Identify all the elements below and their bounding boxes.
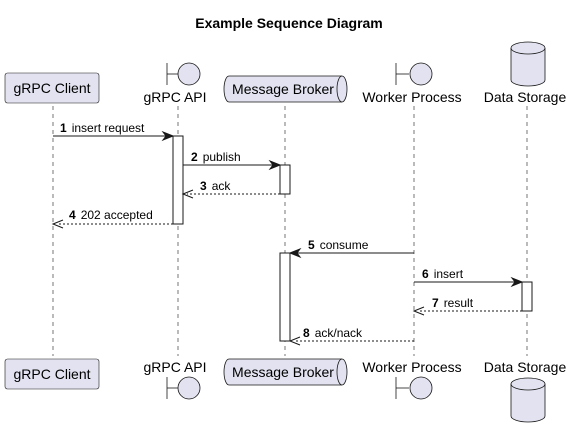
queue-icon <box>223 358 348 386</box>
arrowhead <box>268 159 282 171</box>
database-icon <box>510 41 546 87</box>
participant-api-top: gRPC API <box>143 62 207 105</box>
message-label: 8 ack/nack <box>303 326 363 340</box>
participant-box <box>4 72 100 104</box>
participant-label: Message Broker <box>232 81 334 97</box>
arrowhead <box>288 247 302 259</box>
message-number: 3 <box>200 179 207 193</box>
participant-client-bottom: gRPC Client <box>4 358 100 390</box>
message-4: 4 202 accepted <box>51 208 173 229</box>
arrowhead <box>510 276 524 288</box>
database-icon <box>510 377 546 423</box>
message-7: 7 result <box>412 296 522 316</box>
message-label: 5 consume <box>308 238 369 252</box>
activation-bar-broker-publish <box>279 164 291 195</box>
participant-label: Message Broker <box>232 364 334 380</box>
message-number: 7 <box>432 296 439 310</box>
participant-box <box>4 358 100 390</box>
message-text: result <box>444 296 474 310</box>
activation-bar-api <box>172 135 184 225</box>
participant-label: gRPC Client <box>13 366 90 382</box>
boundary-icon <box>166 62 201 86</box>
message-text: ack <box>212 179 232 193</box>
activation-bar-broker-consume <box>279 252 291 342</box>
message-label: 3 ack <box>200 179 231 193</box>
arrowhead <box>161 130 175 142</box>
participant-label: Worker Process <box>362 89 461 105</box>
message-label: 1 insert request <box>60 121 145 135</box>
message-3: 3 ack <box>181 179 280 199</box>
message-text: consume <box>320 238 369 252</box>
activation-bars <box>172 135 533 342</box>
message-text: insert <box>434 267 464 281</box>
message-label: 2 publish <box>191 150 241 164</box>
arrowhead <box>412 306 425 316</box>
activation-bar-storage <box>521 281 533 312</box>
message-number: 8 <box>303 326 310 340</box>
participant-storage-bottom: Data Storage <box>484 359 567 423</box>
participant-broker-top: Message Broker <box>223 75 348 103</box>
message-number: 4 <box>69 208 76 222</box>
participant-worker-bottom: Worker Process <box>362 359 462 400</box>
message-label: 6 insert <box>422 267 464 281</box>
participant-storage-top: Data Storage <box>484 41 567 105</box>
participant-worker-top: Worker Process <box>362 62 462 105</box>
participant-broker-bottom: Message Broker <box>223 358 348 386</box>
arrowhead <box>288 336 301 346</box>
arrowhead <box>181 189 194 199</box>
message-number: 2 <box>191 150 198 164</box>
participant-label: gRPC API <box>143 89 206 105</box>
participant-label: gRPC API <box>143 359 206 375</box>
message-text: insert request <box>72 121 145 135</box>
participant-label: Data Storage <box>484 89 567 105</box>
boundary-icon <box>395 376 433 400</box>
message-number: 5 <box>308 238 315 252</box>
message-6: 6 insert <box>414 267 524 288</box>
message-text: 202 accepted <box>81 208 153 222</box>
participant-label: Data Storage <box>484 359 567 375</box>
participant-api-bottom: gRPC API <box>143 359 207 400</box>
participant-client-top: gRPC Client <box>4 72 100 104</box>
message-label: 4 202 accepted <box>69 208 153 222</box>
message-1: 1 insert request <box>53 121 175 142</box>
arrowhead <box>51 219 64 229</box>
participant-label: Worker Process <box>362 359 461 375</box>
queue-icon <box>223 75 348 103</box>
message-label: 7 result <box>432 296 474 310</box>
message-number: 6 <box>422 267 429 281</box>
message-2: 2 publish <box>183 150 282 171</box>
boundary-icon <box>395 62 433 86</box>
message-number: 1 <box>60 121 67 135</box>
diagram-title: Example Sequence Diagram <box>195 15 383 31</box>
boundary-icon <box>166 376 201 400</box>
message-text: ack/nack <box>315 326 363 340</box>
message-5: 5 consume <box>288 238 414 259</box>
message-text: publish <box>203 150 241 164</box>
participant-label: gRPC Client <box>13 80 90 96</box>
message-8: 8 ack/nack <box>288 326 414 346</box>
